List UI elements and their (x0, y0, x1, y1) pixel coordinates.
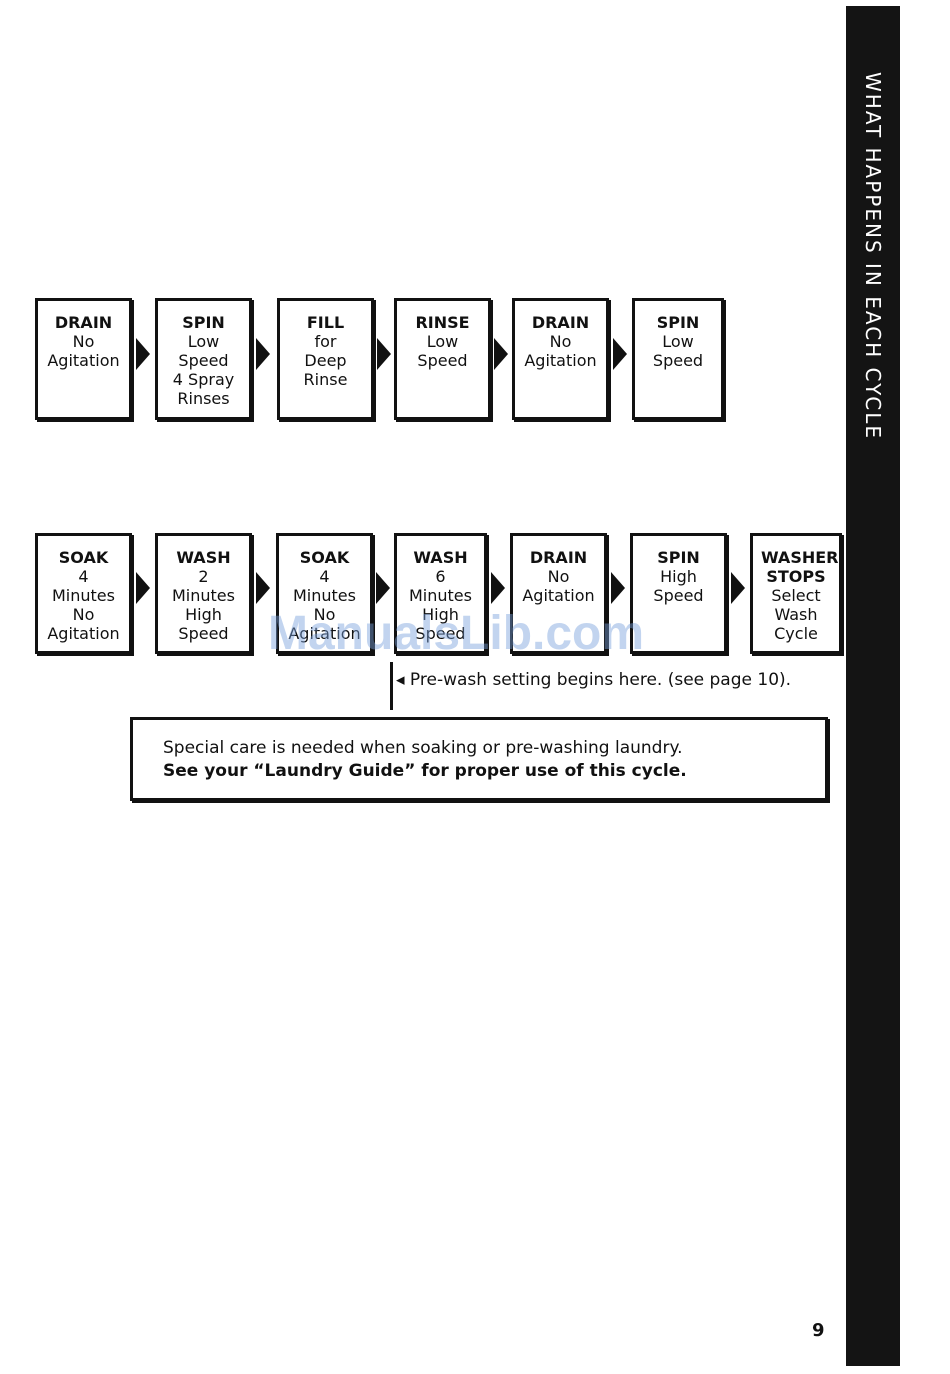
step-title: FILL (306, 313, 345, 332)
flow-arrow-icon (491, 572, 505, 604)
step-line: Low (187, 332, 220, 351)
step-line: High (422, 605, 459, 624)
step-line: No (547, 567, 570, 586)
step-rinse: RINSE Low Speed (394, 298, 491, 420)
step-line: Cycle (774, 624, 818, 643)
step-line: Agitation (47, 624, 120, 643)
step-line: Minutes (409, 586, 472, 605)
step-title: DRAIN (531, 313, 590, 332)
note-line-1: Special care is needed when soaking or p… (163, 738, 683, 758)
flow-arrow-icon (376, 572, 390, 604)
step-drain: DRAIN No Agitation (510, 533, 607, 654)
step-line: Agitation (288, 624, 361, 643)
special-care-note: Special care is needed when soaking or p… (130, 717, 828, 801)
step-line: No (72, 605, 95, 624)
step-line: 6 (435, 567, 446, 586)
step-line: 4 (319, 567, 330, 586)
flow-arrow-icon (494, 338, 508, 370)
step-title: WASH (176, 548, 231, 567)
step-line: Speed (652, 351, 704, 370)
step-line: Minutes (293, 586, 356, 605)
step-line: Speed (178, 624, 229, 643)
step-line: 4 (78, 567, 89, 586)
step-title: SPIN (182, 313, 225, 332)
flow-arrow-icon (377, 338, 391, 370)
step-line: No (549, 332, 572, 351)
step-spin: SPIN Low Speed 4 Spray Rinses (155, 298, 252, 420)
step-line: Speed (417, 351, 468, 370)
step-line: Deep (304, 351, 347, 370)
step-line: High (660, 567, 697, 586)
step-title: RINSE (415, 313, 470, 332)
step-line: Wash (774, 605, 818, 624)
step-drain: DRAIN No Agitation (35, 298, 132, 420)
step-line: High (185, 605, 222, 624)
step-spin: SPIN Low Speed (632, 298, 724, 420)
step-title: DRAIN (54, 313, 113, 332)
step-title: WASH (413, 548, 468, 567)
step-line: Minutes (172, 586, 235, 605)
step-line: 4 Spray (172, 370, 235, 389)
step-line: No (72, 332, 95, 351)
step-title: WASHER STOPS (761, 548, 839, 586)
flow-arrow-icon (256, 338, 270, 370)
step-title: DRAIN (529, 548, 588, 567)
step-soak: SOAK 4 Minutes No Agitation (35, 533, 132, 654)
step-line: Agitation (47, 351, 120, 370)
step-title: SPIN (656, 313, 700, 332)
step-line: No (313, 605, 336, 624)
step-line: Minutes (52, 586, 115, 605)
flow-arrow-icon (136, 572, 150, 604)
step-drain: DRAIN No Agitation (512, 298, 609, 420)
step-line: Speed (653, 586, 704, 605)
step-line: Low (426, 332, 459, 351)
step-title: SPIN (657, 548, 700, 567)
step-soak: SOAK 4 Minutes No Agitation (276, 533, 373, 654)
step-line: Rinses (177, 389, 230, 408)
step-line: Speed (415, 624, 466, 643)
step-line: Select (771, 586, 821, 605)
step-line: Agitation (522, 586, 595, 605)
flow-arrow-icon (731, 572, 745, 604)
flow-arrow-icon (611, 572, 625, 604)
step-line: Rinse (303, 370, 348, 389)
step-spin: SPIN High Speed (630, 533, 727, 654)
note-line-2: See your “Laundry Guide” for proper use … (163, 761, 687, 781)
prewash-marker-line (390, 662, 393, 710)
step-title: SOAK (299, 548, 350, 567)
step-line: Low (662, 332, 694, 351)
flow-arrow-icon (613, 338, 627, 370)
prewash-note: ◂ Pre-wash setting begins here. (see pag… (396, 670, 792, 690)
step-title: SOAK (58, 548, 109, 567)
side-tab-label: WHAT HAPPENS IN EACH CYCLE (861, 72, 885, 441)
step-washer-stops: WASHER STOPS Select Wash Cycle (750, 533, 842, 654)
step-line: for (314, 332, 337, 351)
step-wash: WASH 2 Minutes High Speed (155, 533, 252, 654)
step-line: Agitation (524, 351, 597, 370)
step-line: 2 (198, 567, 209, 586)
page-number: 9 (812, 1320, 825, 1341)
flow-arrow-icon (256, 572, 270, 604)
step-line: Speed (178, 351, 229, 370)
flow-arrow-icon (136, 338, 150, 370)
step-fill: FILL for Deep Rinse (277, 298, 374, 420)
side-tab: WHAT HAPPENS IN EACH CYCLE (846, 6, 900, 1366)
step-wash: WASH 6 Minutes High Speed (394, 533, 487, 654)
